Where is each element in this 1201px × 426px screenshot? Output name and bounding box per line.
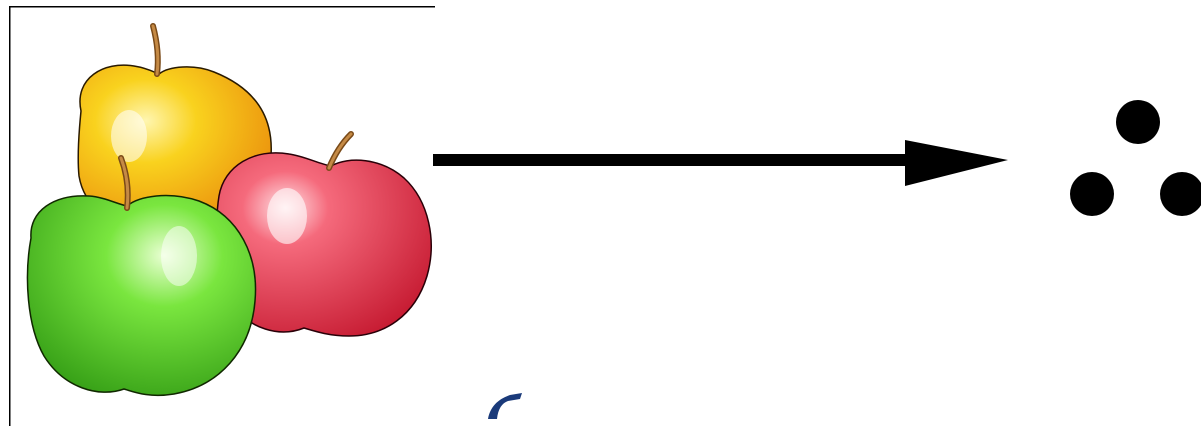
dot-bottom-left xyxy=(1070,172,1114,216)
arrow-head xyxy=(905,140,1008,186)
partial-glyph xyxy=(470,385,530,420)
three-dots-icon xyxy=(1060,95,1201,225)
dot-top xyxy=(1116,100,1160,144)
dot-bottom-right xyxy=(1160,172,1201,216)
right-arrow-icon xyxy=(430,140,1020,200)
arrow-shaft xyxy=(433,154,913,166)
apples-illustration xyxy=(9,6,435,426)
